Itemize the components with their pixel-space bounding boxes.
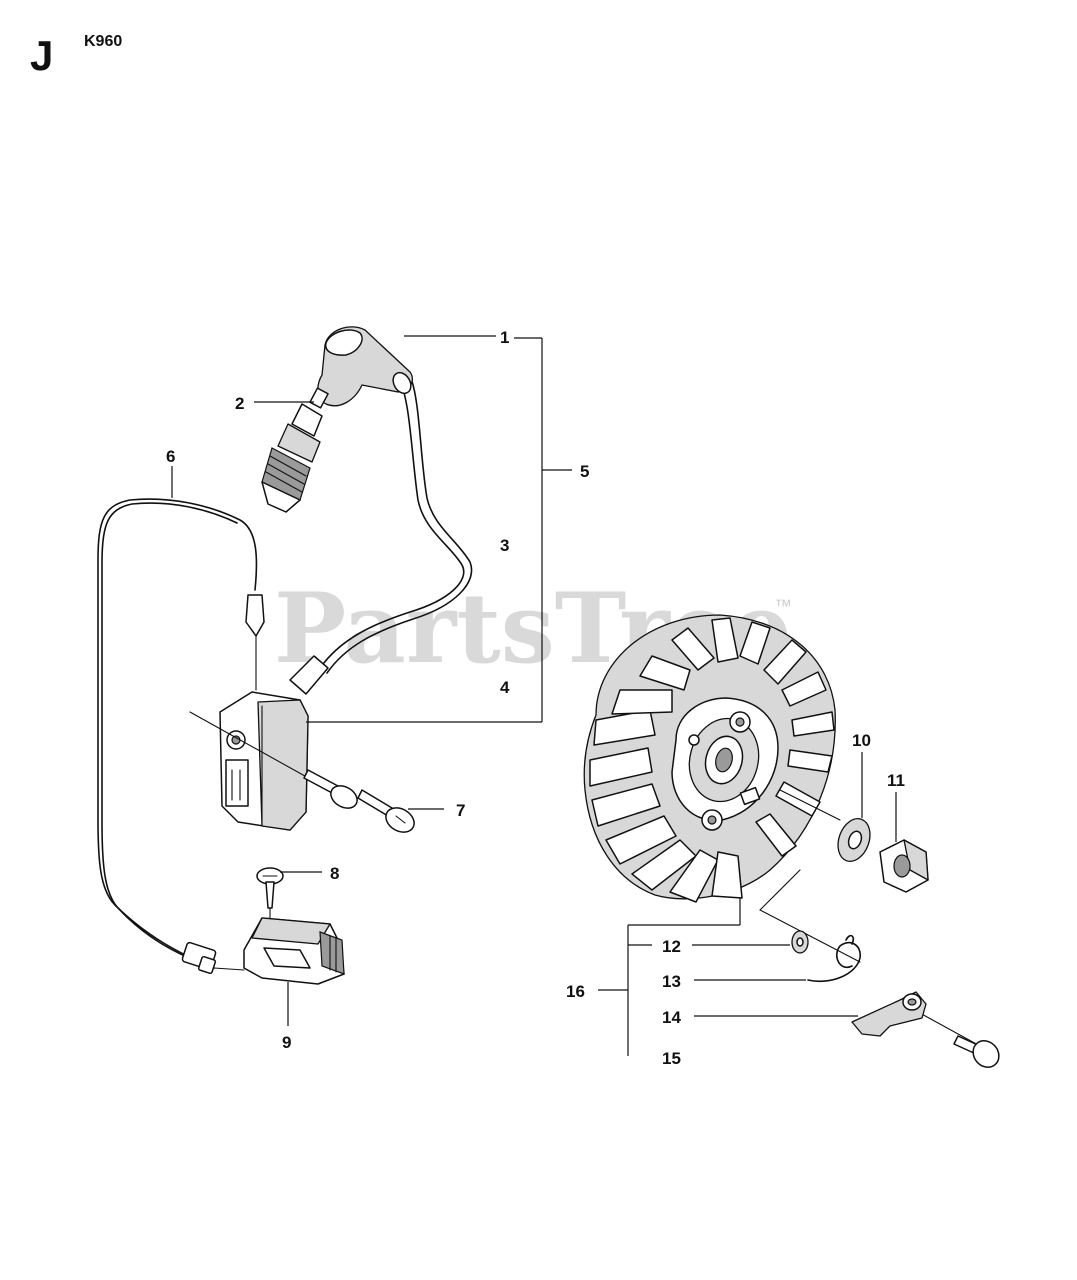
callout-8: 8 — [330, 864, 339, 883]
callout-9: 9 — [282, 1033, 291, 1052]
module-screws — [303, 769, 415, 833]
pawl-screw — [953, 1035, 1000, 1068]
stop-switch — [243, 917, 345, 985]
pawl — [851, 991, 927, 1037]
callout-6: 6 — [166, 447, 175, 466]
callout-10: 10 — [852, 731, 871, 750]
ignition-lead — [319, 375, 473, 674]
stop-wire — [97, 498, 265, 975]
callout-16: 16 — [566, 982, 585, 1001]
ignition-module — [189, 655, 331, 831]
callout-2: 2 — [235, 394, 244, 413]
callout-13: 13 — [662, 972, 681, 991]
spark-plug-cap — [317, 326, 413, 407]
watermark-trademark: ™ — [774, 596, 792, 616]
callout-11: 11 — [887, 771, 905, 790]
spring — [807, 934, 861, 982]
model-label: K960 — [84, 33, 122, 50]
callout-5: 5 — [580, 462, 589, 481]
callout-14: 14 — [662, 1008, 681, 1027]
callout-3: 3 — [500, 536, 509, 555]
flywheel — [583, 614, 836, 903]
callout-12: 12 — [662, 937, 681, 956]
callout-4: 4 — [500, 678, 510, 697]
small-washer — [791, 930, 809, 954]
callout-7: 7 — [456, 801, 465, 820]
callout-1: 1 — [500, 328, 509, 347]
washer — [837, 818, 871, 862]
callout-15: 15 — [662, 1049, 681, 1068]
section-letter: J — [30, 32, 53, 79]
spark-plug — [261, 387, 329, 513]
nut — [879, 839, 929, 893]
